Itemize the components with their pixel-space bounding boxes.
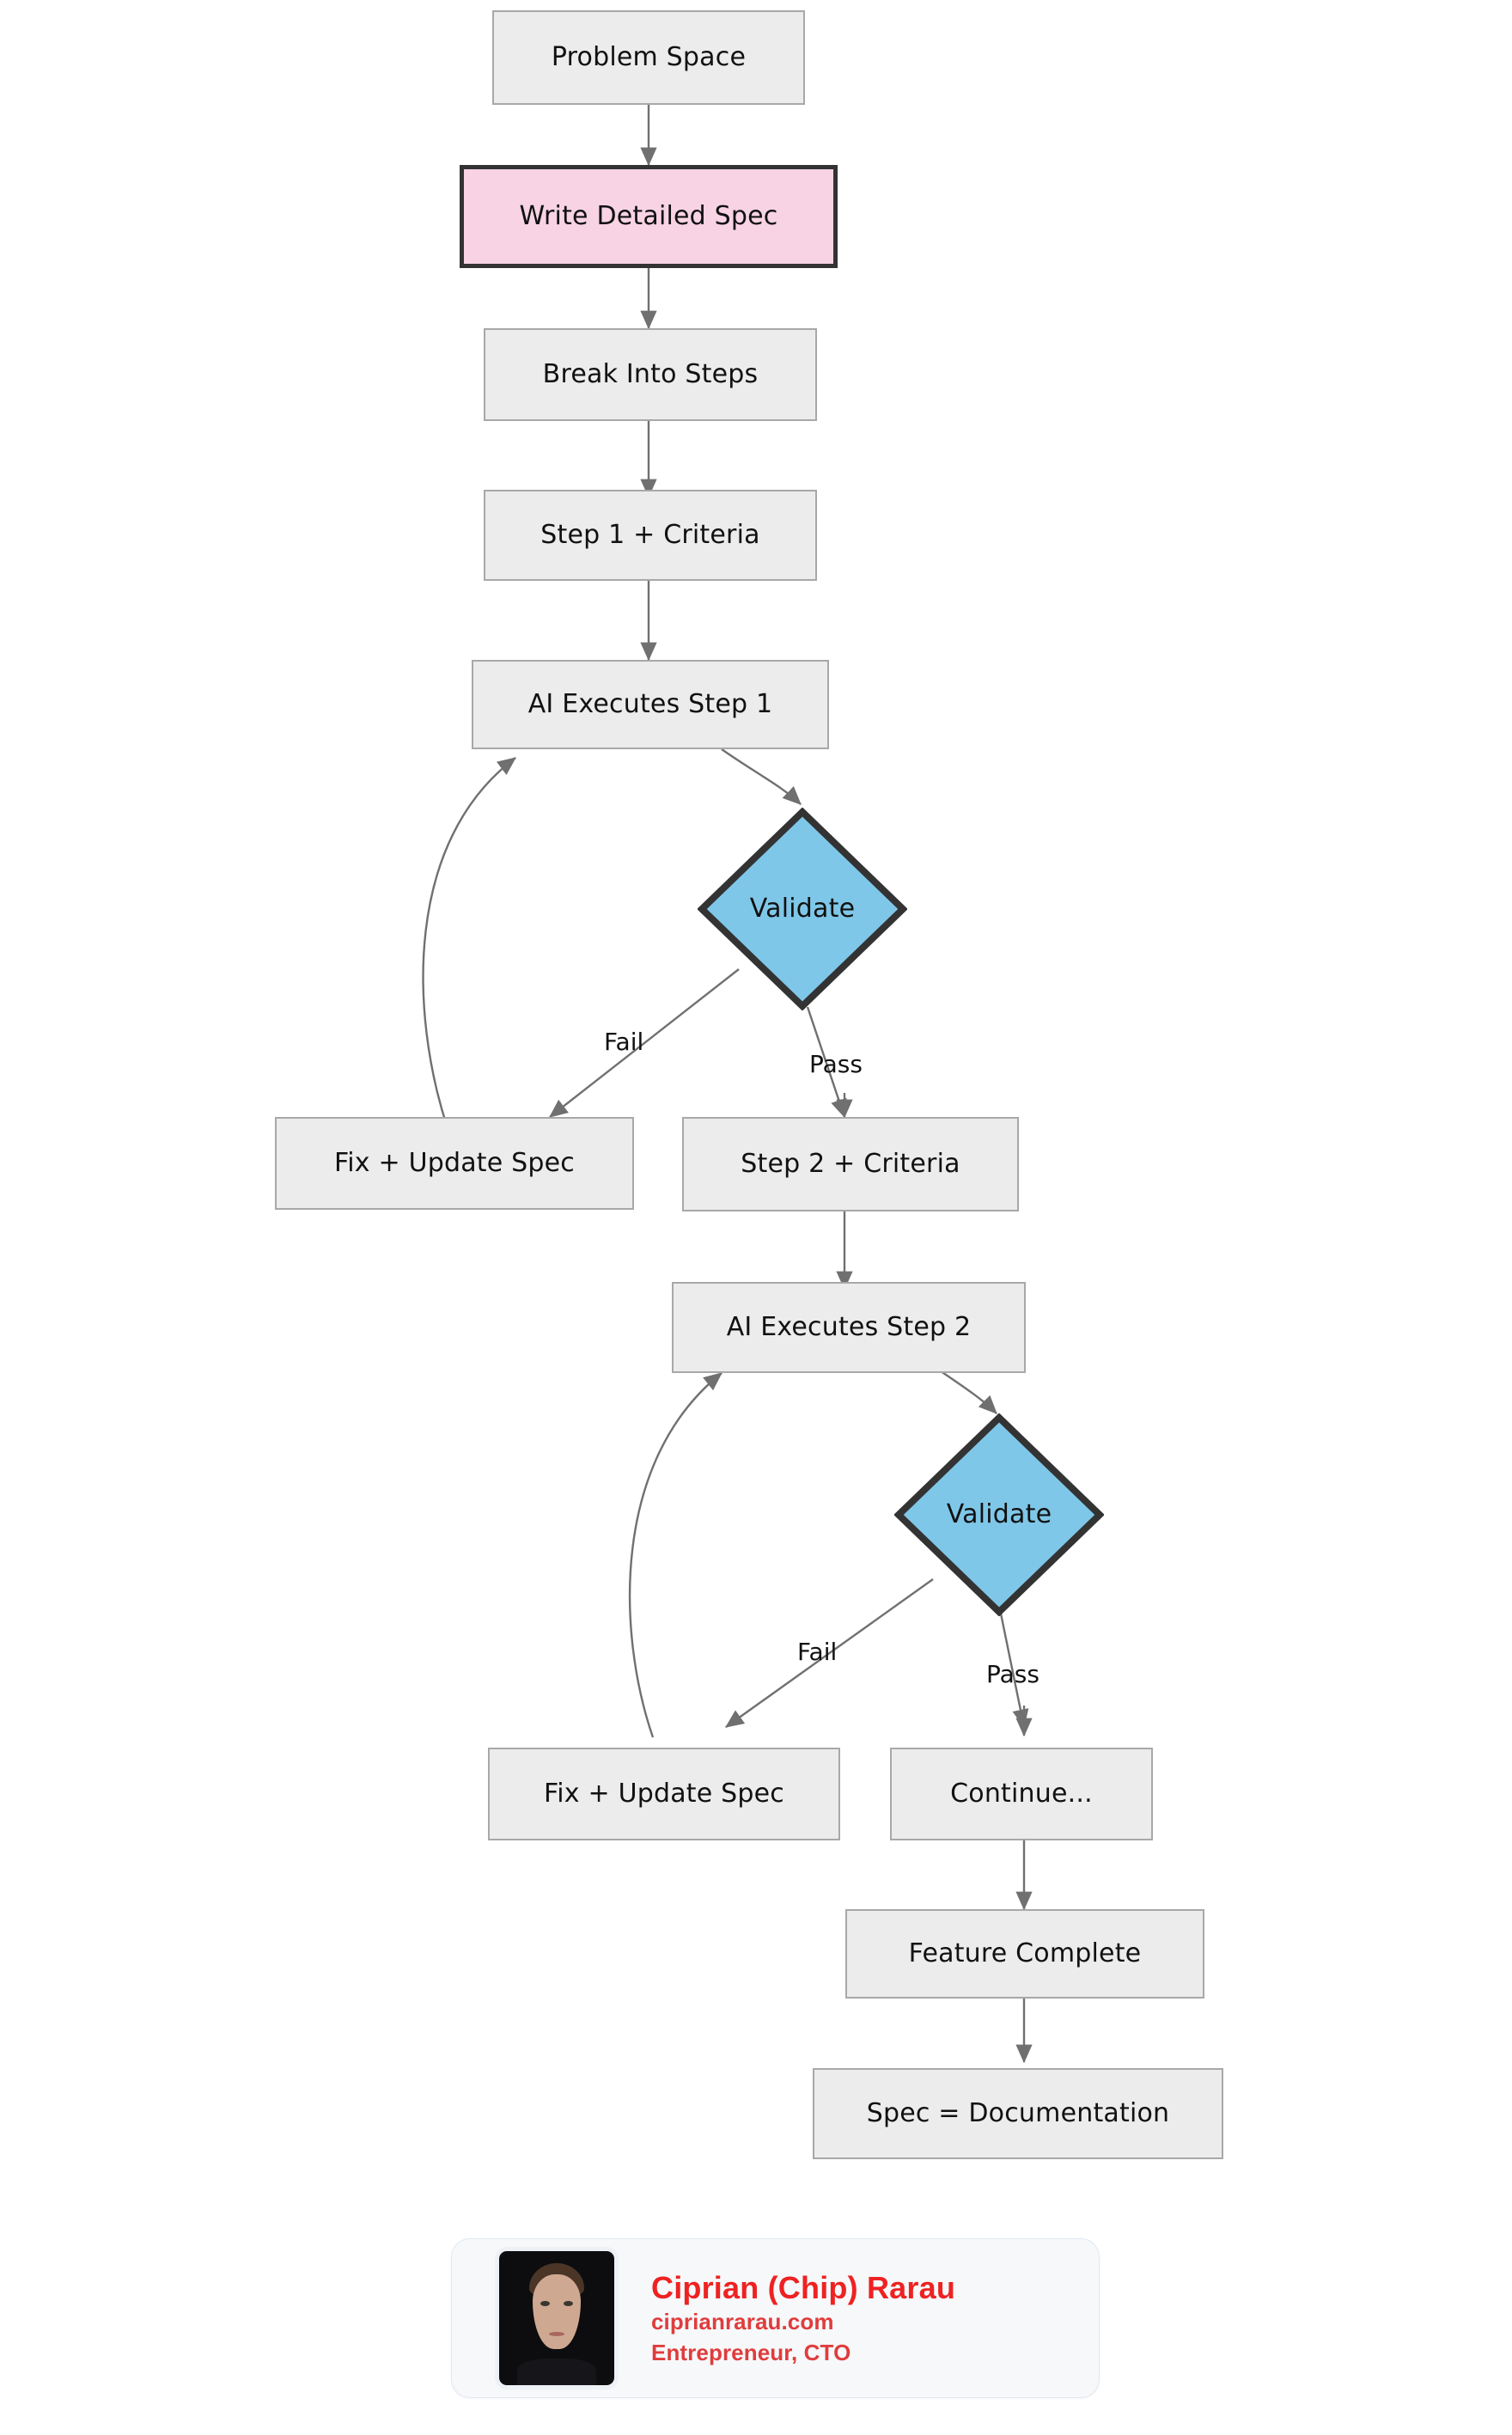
avatar-eye-left: [540, 2300, 550, 2306]
avatar: [495, 2247, 619, 2389]
diamond-shape: [698, 808, 907, 1010]
node-label: Validate: [946, 1499, 1052, 1529]
node-continue[interactable]: Continue...: [890, 1748, 1153, 1840]
edge-exec1-to-val1: [721, 748, 802, 805]
node-label: Validate: [749, 894, 856, 924]
node-label: Fix + Update Spec: [544, 1779, 784, 1809]
node-label: Step 1 + Criteria: [540, 520, 760, 550]
node-validate-1[interactable]: Validate: [698, 808, 907, 1010]
node-label: Break Into Steps: [542, 359, 759, 389]
node-ai-executes-step1[interactable]: AI Executes Step 1: [472, 660, 829, 749]
profile-website[interactable]: ciprianrarau.com: [651, 2308, 834, 2334]
node-label: Feature Complete: [908, 1938, 1142, 1968]
node-fix-update-spec-1[interactable]: Fix + Update Spec: [275, 1117, 634, 1210]
avatar-body: [517, 2358, 596, 2385]
profile-role: Entrepreneur, CTO: [651, 2339, 851, 2365]
node-step1-criteria[interactable]: Step 1 + Criteria: [484, 490, 817, 581]
node-label: Write Detailed Spec: [519, 201, 778, 231]
diamond-shape: [894, 1413, 1104, 1616]
edge-label-fail-1: Fail: [604, 1028, 644, 1056]
node-label: Fix + Update Spec: [334, 1148, 575, 1178]
node-label: Problem Space: [551, 42, 747, 72]
edge-fix1-to-exec1: [422, 757, 516, 1126]
edge-label-fail-2: Fail: [797, 1638, 838, 1666]
avatar-face: [532, 2273, 582, 2349]
edge-fix2-to-exec2: [628, 1372, 722, 1738]
node-write-detailed-spec[interactable]: Write Detailed Spec: [460, 165, 838, 268]
node-fix-update-spec-2[interactable]: Fix + Update Spec: [488, 1748, 840, 1840]
edge-label-pass-1: Pass: [809, 1050, 863, 1078]
node-break-into-steps[interactable]: Break Into Steps: [484, 328, 817, 421]
avatar-mouth: [548, 2331, 565, 2337]
profile-text-block: Ciprian (Chip) Rarau ciprianrarau.com En…: [651, 2268, 955, 2369]
node-problem-space[interactable]: Problem Space: [492, 10, 805, 105]
node-step2-criteria[interactable]: Step 2 + Criteria: [682, 1117, 1019, 1211]
node-spec-equals-documentation[interactable]: Spec = Documentation: [813, 2068, 1223, 2159]
edge-label-pass-2: Pass: [986, 1660, 1040, 1688]
node-label: Spec = Documentation: [866, 2098, 1170, 2128]
node-label: AI Executes Step 1: [527, 689, 773, 719]
node-feature-complete[interactable]: Feature Complete: [845, 1909, 1204, 1999]
node-label: Step 2 + Criteria: [741, 1149, 960, 1179]
profile-name: Ciprian (Chip) Rarau: [651, 2269, 956, 2305]
profile-card[interactable]: Ciprian (Chip) Rarau ciprianrarau.com En…: [451, 2238, 1100, 2398]
node-label: Continue...: [950, 1779, 1093, 1809]
node-label: AI Executes Step 2: [726, 1312, 972, 1342]
node-ai-executes-step2[interactable]: AI Executes Step 2: [672, 1282, 1026, 1373]
avatar-eye-right: [564, 2300, 573, 2306]
node-validate-2[interactable]: Validate: [894, 1413, 1104, 1616]
